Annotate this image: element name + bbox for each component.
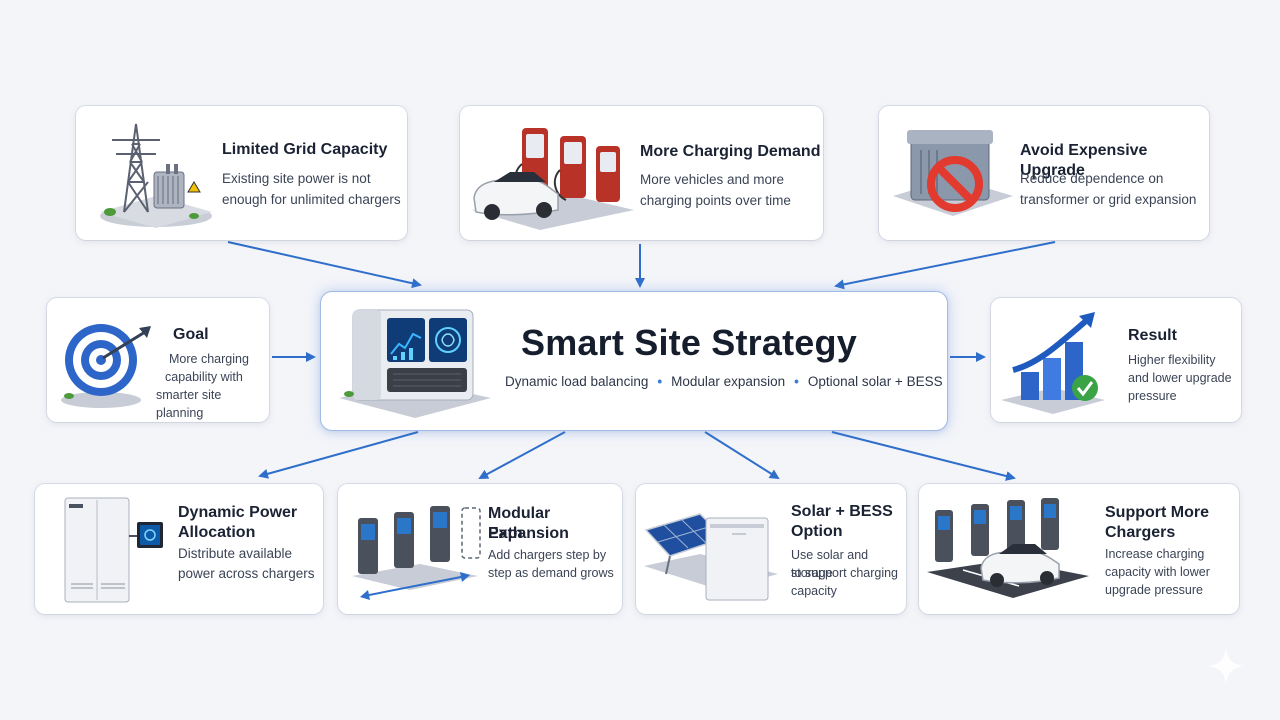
separator-dot: •: [657, 374, 663, 389]
card-desc-line: Existing site power is not: [222, 171, 371, 186]
card-title: Result: [1128, 327, 1177, 344]
sparkle-icon: [1208, 648, 1244, 684]
smart-controller-icon: [339, 309, 491, 418]
card-desc-line: Increase charging: [1105, 547, 1205, 561]
card-desc-line: capacity with lower: [1105, 565, 1210, 579]
card-desc-line: Higher flexibility: [1128, 353, 1216, 367]
card-desc-line: More vehicles and more: [640, 172, 785, 187]
chargers-car-icon: [472, 128, 634, 230]
card-title: Solar + BESS: [791, 503, 893, 520]
card-desc-line: Add chargers step by: [488, 548, 607, 562]
card-title: Goal: [173, 326, 209, 343]
card-title: Option: [791, 523, 843, 540]
card-title: More Charging Demand: [640, 143, 821, 160]
target-icon: [61, 324, 151, 408]
feature-dynamic-load: Dynamic load balancing: [505, 374, 649, 389]
card-title: Path: [488, 525, 523, 542]
feature-modular: Modular expansion: [671, 374, 786, 389]
arrow-center-to-support: [831, 431, 1016, 481]
card-desc-line: step as demand grows: [488, 566, 614, 580]
card-desc-line: enough for unlimited chargers: [222, 192, 401, 207]
card-title: Dynamic Power: [178, 504, 298, 521]
arrow-center-to-solar: [704, 431, 780, 480]
solar-battery-icon: [644, 513, 778, 601]
card-support-more-chargers: Support More Chargers Increase charging …: [919, 484, 1239, 614]
card-title: Limited Grid Capacity: [222, 141, 388, 158]
card-desc-line: to support charging: [791, 566, 899, 580]
card-title: Support More: [1105, 504, 1209, 521]
card-desc-line: power across chargers: [178, 566, 315, 581]
card-result: Result Higher flexibility and lower upgr…: [991, 298, 1241, 422]
card-desc-line: capacity: [791, 584, 837, 598]
growth-chart-icon: [1001, 312, 1105, 414]
card-title: Chargers: [1105, 524, 1176, 541]
card-desc-line: Reduce dependence on: [1020, 171, 1164, 186]
card-desc-line: smarter site planning: [156, 388, 222, 420]
card-modular-expansion-path: Modular Expansion Path Add chargers step…: [338, 484, 622, 614]
arrow-center-to-dynamic: [258, 431, 419, 479]
card-solar-bess-option: Solar + BESS Option Use solar and storag…: [636, 484, 906, 614]
strategy-title: Smart Site Strategy: [521, 322, 857, 363]
card-desc-line: pressure: [1128, 389, 1177, 403]
power-cabinet-icon: [64, 497, 163, 603]
charging-lot-icon: [927, 498, 1089, 598]
arrow-center-to-modular: [478, 431, 566, 479]
card-goal: Goal More charging capability with smart…: [47, 298, 269, 422]
arrow-upgrade-to-center: [834, 241, 1056, 290]
transmission-tower-icon: [100, 123, 212, 228]
card-desc-line: upgrade pressure: [1105, 583, 1203, 597]
card-title: Avoid Expensive Upgrade: [1020, 142, 1148, 179]
card-avoid-expensive-upgrade: Avoid Expensive Upgrade Reduce dependenc…: [879, 106, 1209, 240]
card-desc-line: transformer or grid expansion: [1020, 192, 1197, 207]
card-more-charging-demand: More Charging Demand More vehicles and m…: [460, 106, 823, 240]
card-desc-line: and lower upgrade: [1128, 371, 1232, 385]
no-transformer-icon: [893, 130, 1013, 216]
strategy-features: Dynamic load balancing • Modular expansion…: [505, 374, 943, 389]
card-title: Modular Expansion: [488, 505, 569, 542]
feature-solar-bess: Optional solar + BESS: [807, 374, 943, 389]
card-desc-line: capability with: [165, 370, 243, 384]
card-desc-line: Distribute available: [178, 546, 293, 561]
card-desc-line: charging points over time: [640, 193, 791, 208]
card-desc-line: Use solar and storage: [791, 548, 869, 580]
modular-chargers-icon: [352, 506, 481, 600]
arrow-grid-to-center: [227, 241, 422, 289]
card-limited-grid-capacity: Limited Grid Capacity Existing site powe…: [76, 106, 407, 240]
card-dynamic-power-allocation: Dynamic Power Allocation Distribute avai…: [35, 484, 323, 614]
separator-dot: •: [794, 374, 799, 389]
center-strategy-card: Smart Site Strategy Dynamic load balanci…: [320, 291, 948, 431]
card-title: Allocation: [178, 524, 256, 541]
card-desc-line: More charging: [169, 352, 249, 366]
